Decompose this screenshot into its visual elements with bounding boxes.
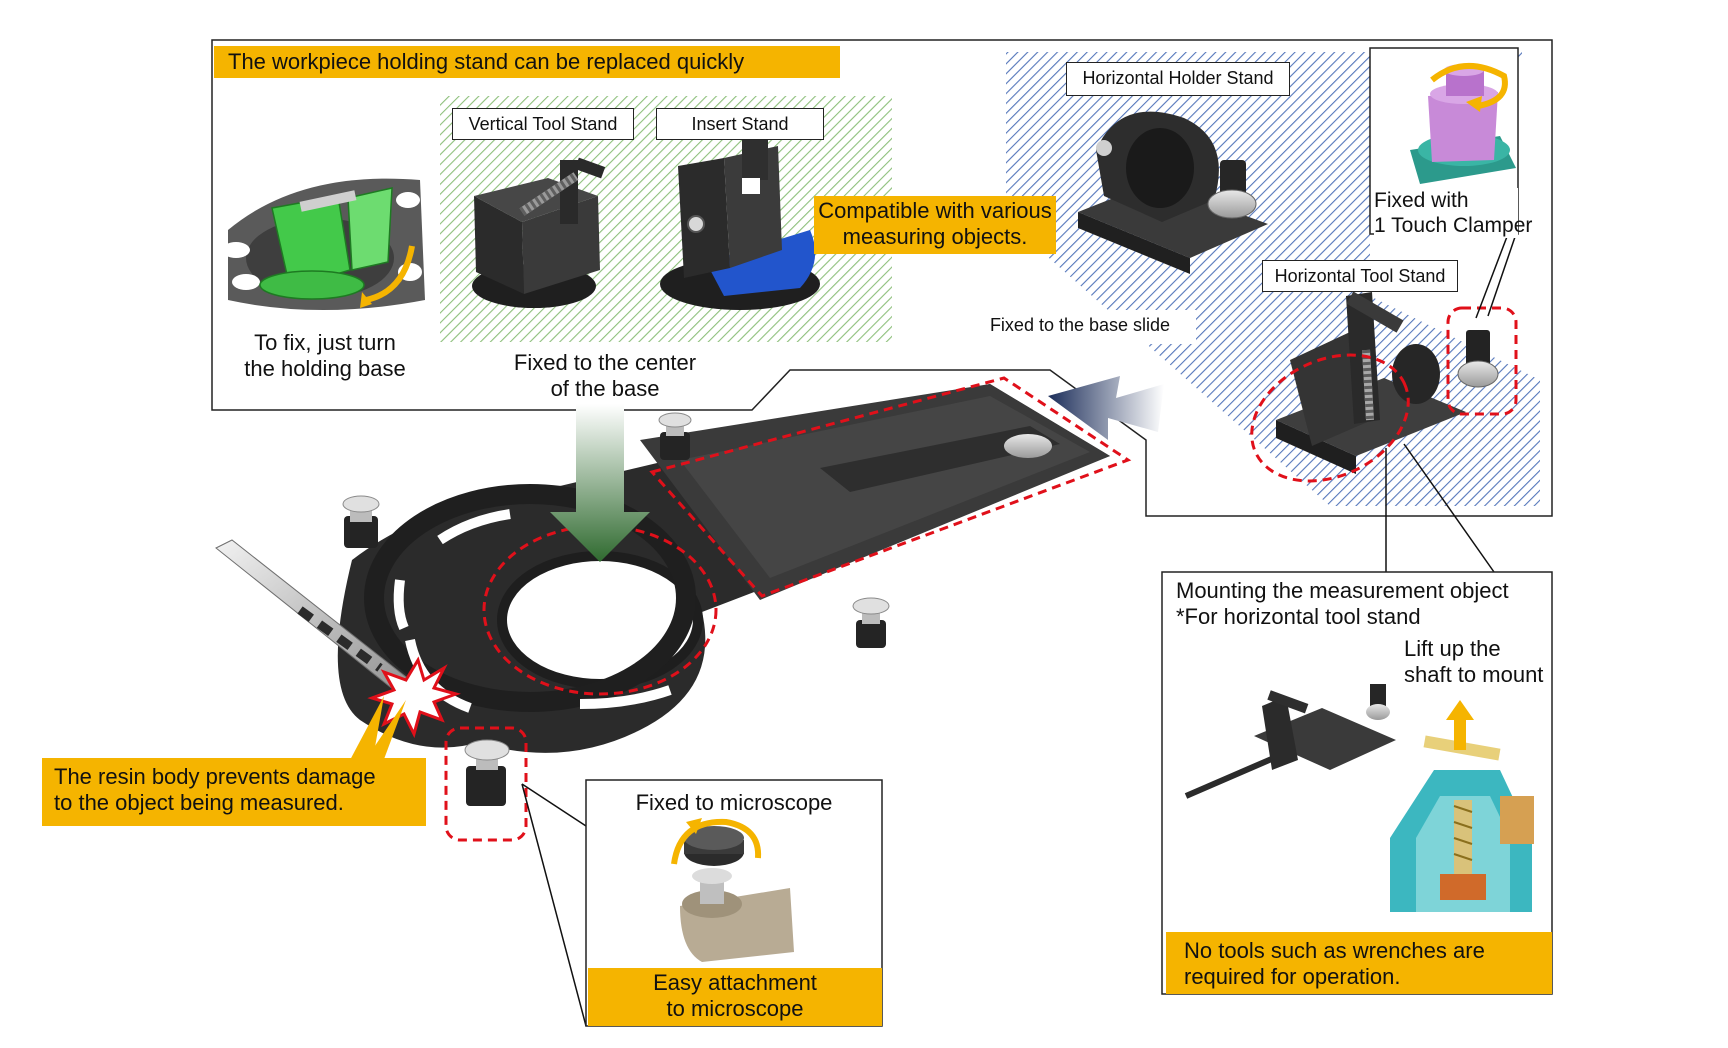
no-tools-line-2: required for operation. (1184, 964, 1401, 989)
mounting-line-1: Mounting the measurement object (1176, 578, 1509, 603)
thumb-screw-a (342, 495, 380, 548)
compatible-line-1: Compatible with various (818, 198, 1052, 223)
center-arrow (550, 404, 650, 562)
mounting-tool-stand-illustration (1184, 684, 1396, 799)
thumb-screw-d (464, 739, 510, 806)
base-plate-illustration (337, 384, 1110, 806)
mounting-line-2: *For horizontal tool stand (1176, 604, 1421, 629)
microscope-illustration (671, 818, 794, 962)
base-slide-highlight (649, 376, 1132, 598)
turn-base-caption: To fix, just turn the holding base (220, 330, 430, 382)
clamper-highlight (1446, 306, 1518, 416)
vertical-tool-stand-label: Vertical Tool Stand (452, 108, 634, 140)
mounting-caption: Mounting the measurement object *For hor… (1176, 578, 1546, 630)
turn-base-line-1: To fix, just turn (254, 330, 396, 355)
center-line-1: Fixed to the center (513, 350, 697, 375)
touch-clamper-caption: Fixed with 1 Touch Clamper (1374, 188, 1533, 238)
no-tools-line-1: No tools such as wrenches are (1184, 938, 1485, 963)
compatible-line-2: measuring objects. (842, 224, 1028, 249)
turn-base-illustration (222, 166, 425, 318)
lift-shaft-illustration (1386, 700, 1536, 912)
clamper-illustration (1410, 63, 1516, 184)
lift-line-1: Lift up the (1404, 636, 1501, 661)
lift-caption: Lift up the shaft to mount (1404, 636, 1552, 688)
microscope-label: Fixed to microscope (635, 790, 833, 815)
turn-base-line-2: the holding base (244, 356, 406, 381)
vertical-tool-stand-illustration (472, 157, 606, 308)
slide-arrow (1048, 376, 1164, 440)
resin-line-1: The resin body prevents damage (54, 764, 376, 789)
touch-clamper-line-2: 1 Touch Clamper (1374, 214, 1533, 237)
horizontal-tool-stand-illustration (1276, 291, 1499, 474)
lift-line-2: shaft to mount (1404, 662, 1544, 687)
center-line-2: of the base (550, 376, 660, 401)
touch-clamper-line-1: Fixed with (1374, 189, 1469, 212)
easy-attachment-line-2: to microscope (666, 996, 804, 1021)
base-slide-label: Fixed to the base slide (964, 310, 1196, 344)
center-caption: Fixed to the center of the base (496, 350, 714, 402)
quick-replace-banner-text: The workpiece holding stand can be repla… (228, 49, 745, 74)
thumb-screw-b (658, 412, 692, 460)
no-tools-callout: No tools such as wrenches are required f… (1166, 932, 1552, 994)
quick-replace-banner: The workpiece holding stand can be repla… (214, 46, 840, 78)
insert-stand-label: Insert Stand (656, 108, 824, 140)
resin-callout: The resin body prevents damage to the ob… (42, 758, 426, 826)
horizontal-holder-stand-label: Horizontal Holder Stand (1066, 62, 1290, 96)
thumb-screw-c (852, 597, 890, 648)
easy-attachment-callout: Easy attachment to microscope (588, 968, 882, 1026)
insert-stand-illustration (660, 140, 820, 310)
easy-attachment-line-1: Easy attachment (653, 970, 817, 995)
horizontal-holder-stand-illustration (1078, 111, 1268, 274)
tool-stand-base-highlight (1250, 353, 1410, 483)
horizontal-tool-stand-label: Horizontal Tool Stand (1262, 260, 1458, 292)
resin-line-2: to the object being measured. (54, 790, 344, 815)
compatible-callout: Compatible with various measuring object… (814, 196, 1056, 254)
impact-star (367, 656, 461, 739)
